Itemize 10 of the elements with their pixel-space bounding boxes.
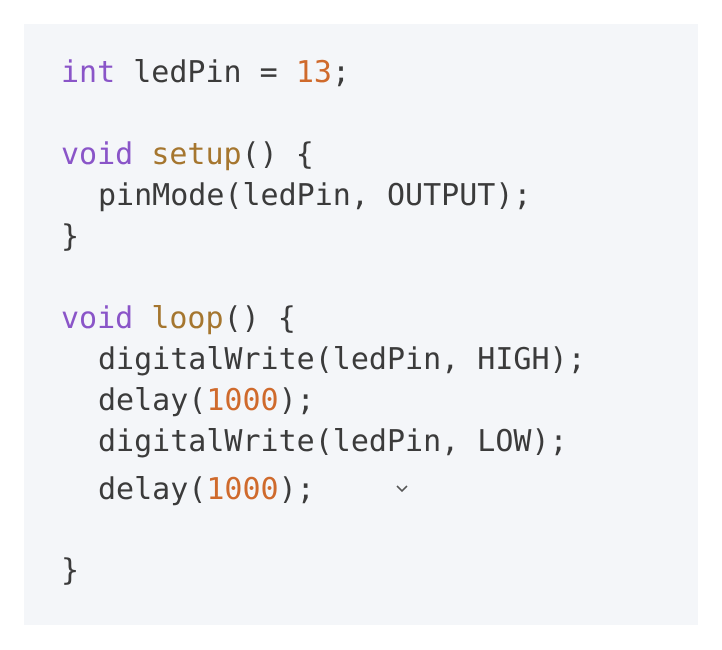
code-line: void loop() { bbox=[61, 300, 296, 338]
code-line: } bbox=[61, 552, 80, 590]
code-line: int ledPin = 13; bbox=[61, 54, 350, 92]
code-line: void setup() { bbox=[61, 136, 314, 174]
code-line: } bbox=[61, 218, 80, 256]
code-line: digitalWrite(ledPin, HIGH); bbox=[98, 341, 586, 379]
code-line: delay(1000); bbox=[98, 471, 315, 509]
code-line: delay(1000); bbox=[98, 382, 315, 420]
code-line: pinMode(ledPin, OUTPUT); bbox=[98, 177, 532, 215]
code-line: digitalWrite(ledPin, LOW); bbox=[98, 423, 568, 461]
